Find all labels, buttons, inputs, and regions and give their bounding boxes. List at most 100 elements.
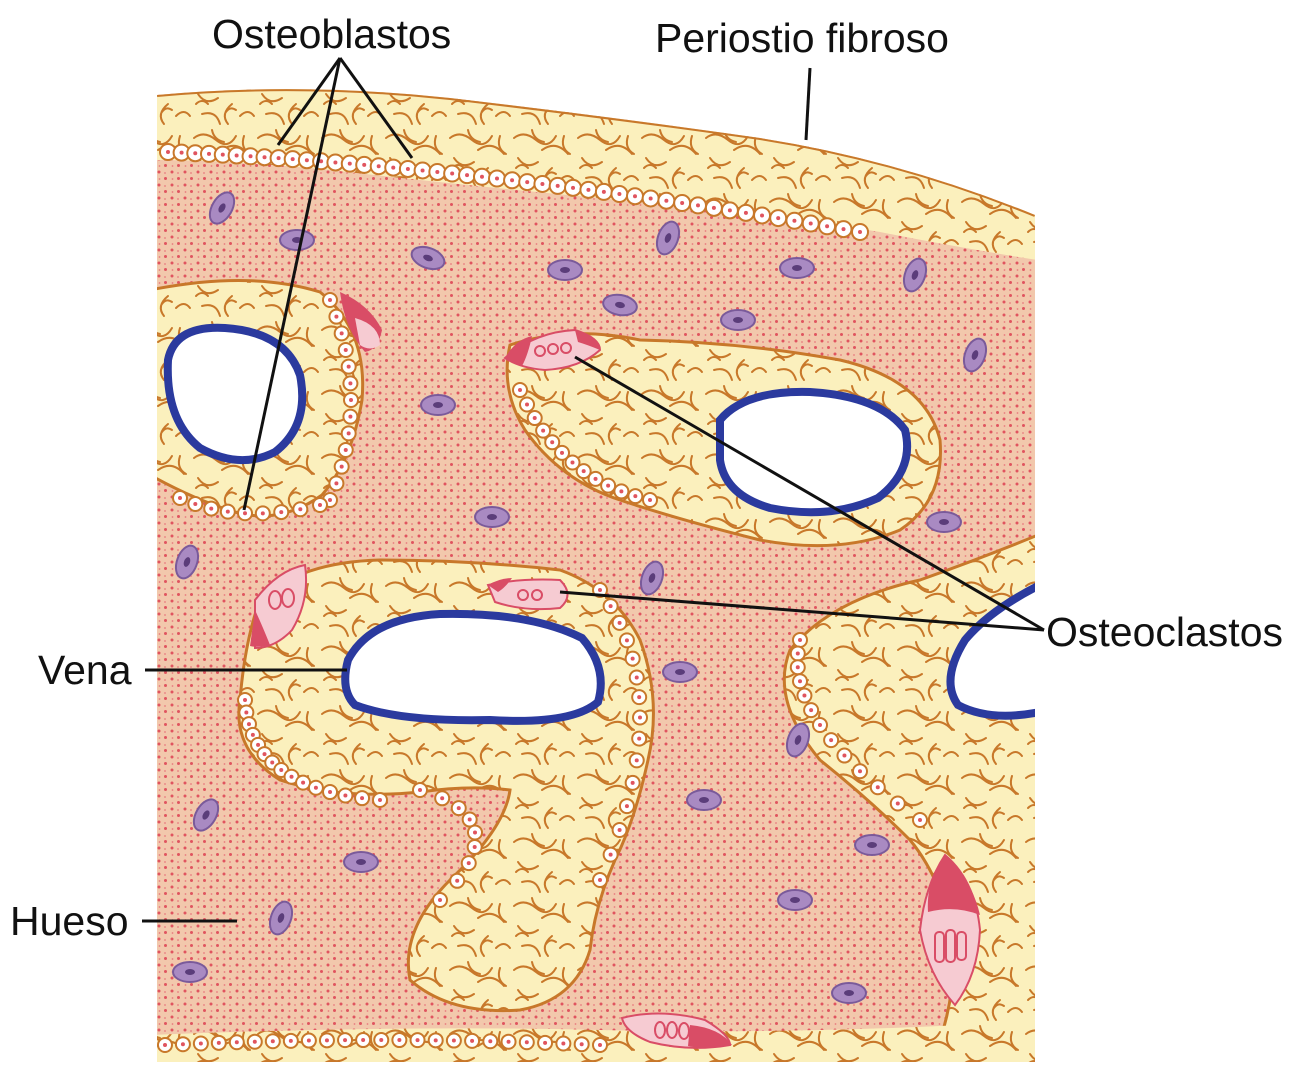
osteoblast-nucleus — [468, 818, 472, 822]
osteoblast-nucleus — [318, 503, 322, 507]
osteoblast-nucleus — [455, 879, 459, 883]
osteoblast-nucleus — [235, 1040, 239, 1044]
osteoblast-nucleus — [760, 213, 764, 217]
osteoblast-nucleus — [328, 298, 332, 302]
osteoblast-nucleus — [598, 878, 602, 882]
osteoblast-nucleus — [271, 1039, 275, 1043]
osteoblast-nucleus — [397, 1038, 401, 1042]
osteoblast-nucleus — [328, 498, 332, 502]
osteoblast-nucleus — [305, 158, 309, 162]
osteoblast-nucleus — [648, 498, 652, 502]
osteoblast-nucleus — [416, 1038, 420, 1042]
label-osteoclastos: Osteoclastos — [1046, 612, 1283, 653]
osteoblast-nucleus — [619, 489, 623, 493]
osteoblast-nucleus — [279, 510, 283, 514]
osteoblast-nucleus — [263, 155, 267, 159]
osteoblast-nucleus — [467, 861, 471, 865]
osteoblast-nucleus — [637, 737, 641, 741]
osteoblast-nucleus — [582, 469, 586, 473]
osteoblast-nucleus — [664, 199, 668, 203]
osteoblast-nucleus — [199, 1041, 203, 1045]
osteoblast-nucleus — [556, 184, 560, 188]
label-periostio-fibroso: Periostio fibroso — [655, 18, 949, 59]
osteoblast-nucleus — [625, 638, 629, 642]
osteoblast-nucleus — [347, 365, 351, 369]
osteoblast-nucleus — [744, 211, 748, 215]
osteoblast-nucleus — [637, 695, 641, 699]
osteoblast-nucleus — [550, 440, 554, 444]
osteoblast-nucleus — [166, 150, 170, 154]
osteoblast-nucleus — [633, 494, 637, 498]
osteoblast-nucleus — [518, 388, 522, 392]
osteoblast-nucleus — [247, 722, 251, 726]
osteoblast-nucleus — [809, 708, 813, 712]
osteoblast-nucleus — [473, 831, 477, 835]
osteoblast-nucleus — [347, 431, 351, 435]
osteoblast-nucleus — [180, 151, 184, 155]
osteoblast-nucleus — [325, 1038, 329, 1042]
osteoblast-nucleus — [334, 315, 338, 319]
osteoblast-nucleus — [606, 484, 610, 488]
osteoblast-nucleus — [163, 1043, 167, 1047]
bone-tissue — [150, 80, 1050, 1070]
osteoblast-nucleus — [842, 754, 846, 758]
osteoblast-nucleus — [314, 786, 318, 790]
osteoblast-nucleus — [818, 723, 822, 727]
vein — [345, 614, 601, 721]
osteoblast-nucleus — [712, 206, 716, 210]
osteoblast-nucleus — [256, 743, 260, 747]
osteoblast-nucleus — [796, 665, 800, 669]
osteoblast-nucleus — [253, 1040, 257, 1044]
osteoblast-nucleus — [340, 331, 344, 335]
osteoblast-nucleus — [598, 1043, 602, 1047]
osteoblast-nucleus — [465, 173, 469, 177]
osteocyte — [687, 790, 721, 810]
osteoblast-nucleus — [809, 221, 813, 225]
osteoblast-nucleus — [418, 788, 422, 792]
osteoblast-nucleus — [571, 186, 575, 190]
osteoblast-nucleus — [328, 790, 332, 794]
osteoblast-nucleus — [243, 511, 247, 515]
leader-periostio — [806, 68, 810, 140]
osteoblast-nucleus — [580, 1042, 584, 1046]
osteoblast-nucleus — [918, 818, 922, 822]
osteoblast-nucleus — [633, 194, 637, 198]
osteocyte — [421, 395, 455, 415]
osteoblast-nucleus — [696, 203, 700, 207]
osteoblast-nucleus — [344, 348, 348, 352]
osteoblast-nucleus — [609, 604, 613, 608]
osteoblast-nucleus — [495, 177, 499, 181]
osteocyte — [778, 890, 812, 910]
osteoblast-nucleus — [263, 752, 267, 756]
osteoblast-nucleus — [209, 507, 213, 511]
osteoblast-nucleus — [334, 481, 338, 485]
osteoblast-nucleus — [488, 1039, 492, 1043]
osteoblast-nucleus — [377, 164, 381, 168]
osteoblast-nucleus — [378, 798, 382, 802]
osteoblast-nucleus — [473, 845, 477, 849]
osteoblast-nucleus — [798, 638, 802, 642]
osteoblast-nucleus — [776, 216, 780, 220]
osteoblast-nucleus — [525, 1040, 529, 1044]
osteoblast-nucleus — [348, 162, 352, 166]
osteoblast-nucleus — [792, 219, 796, 223]
osteoblast-nucleus — [896, 801, 900, 805]
osteoblast-nucleus — [802, 694, 806, 698]
osteoblast-nucleus — [290, 775, 294, 779]
osteoblast-nucleus — [333, 160, 337, 164]
osteoblast-nucleus — [251, 733, 255, 737]
osteoblast-nucleus — [243, 698, 247, 702]
osteoblast-nucleus — [340, 465, 344, 469]
osteoblast-nucleus — [649, 196, 653, 200]
osteoblast-nucleus — [434, 1038, 438, 1042]
osteocyte — [663, 662, 697, 682]
osteoblast-nucleus — [680, 201, 684, 205]
osteoblast-nucleus — [598, 588, 602, 592]
osteoblast-nucleus — [291, 157, 295, 161]
osteoblast-nucleus — [244, 710, 248, 714]
osteocyte — [173, 962, 207, 982]
osteoblast-nucleus — [361, 1038, 365, 1042]
osteoblast-nucleus — [344, 448, 348, 452]
osteocyte — [344, 852, 378, 872]
osteoblast-nucleus — [261, 511, 265, 515]
